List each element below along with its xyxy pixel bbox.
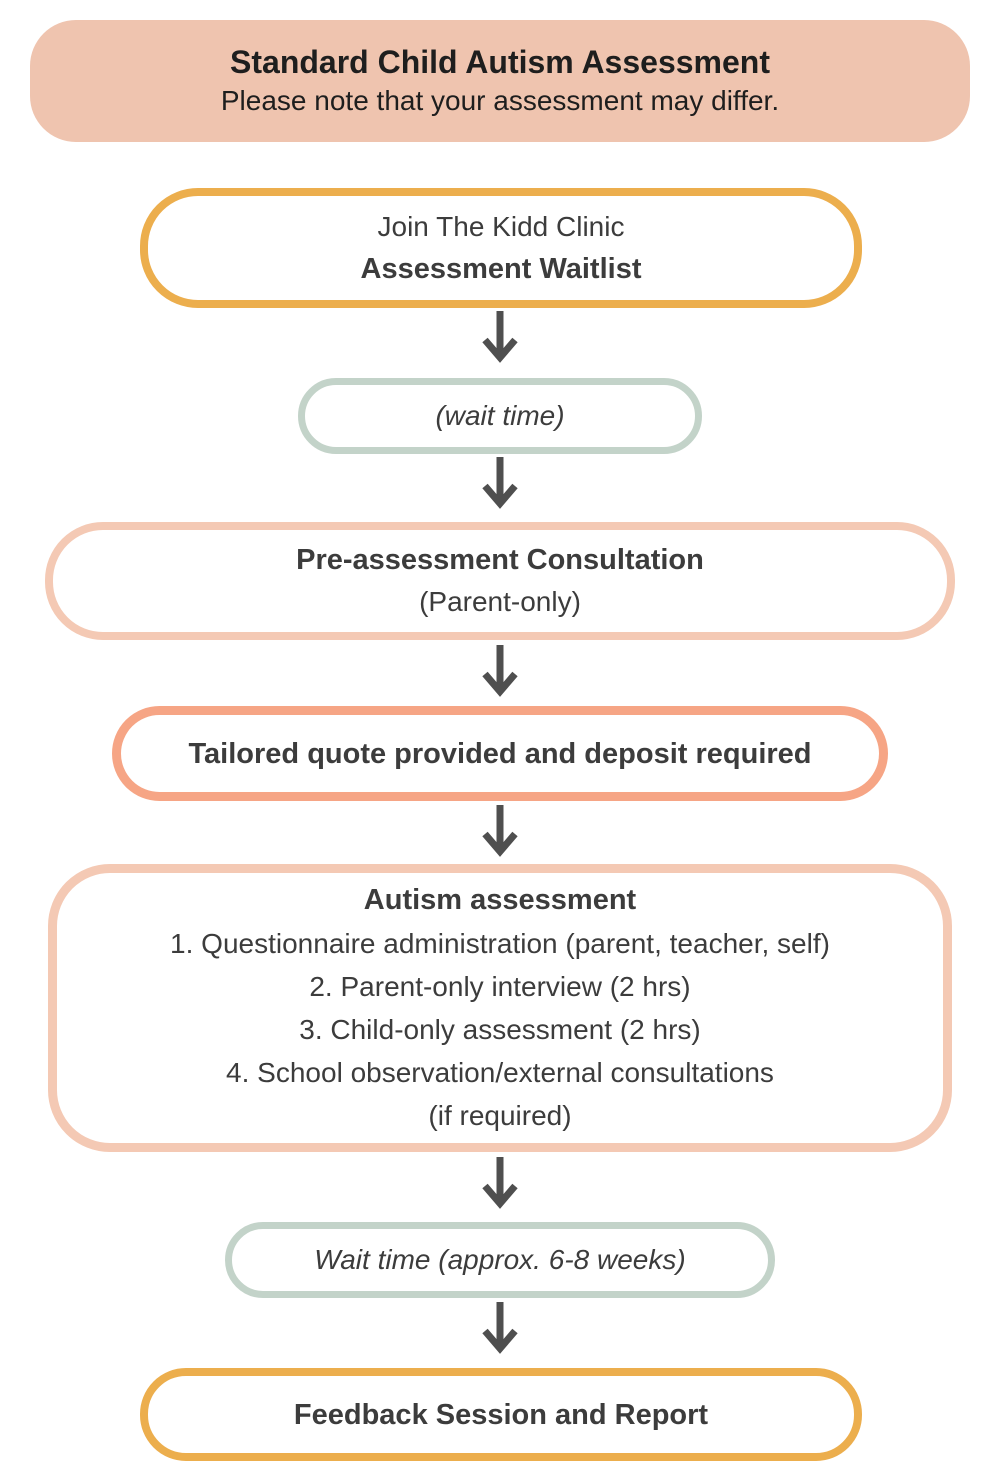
page-subtitle: Please note that your assessment may dif… xyxy=(220,85,780,116)
page-title: Standard Child Autism Assessment xyxy=(230,44,770,80)
step-text: (Parent-only) xyxy=(419,586,581,617)
step-feedback-session: Feedback Session and Report xyxy=(140,1368,862,1461)
step-list-item: 4. School observation/external consultat… xyxy=(226,1057,774,1088)
step-list-item: 1. Questionnaire administration (parent,… xyxy=(170,928,830,959)
step-list-item: 2. Parent-only interview (2 hrs) xyxy=(309,971,691,1002)
step-text: Wait time (approx. 6-8 weeks) xyxy=(314,1244,686,1275)
step-join-waitlist: Join The Kidd Clinic Assessment Waitlist xyxy=(140,188,862,308)
step-text: Feedback Session and Report xyxy=(293,1398,709,1431)
step-autism-assessment: Autism assessment 1. Questionnaire admin… xyxy=(48,864,952,1152)
step-tailored-quote: Tailored quote provided and deposit requ… xyxy=(112,706,888,801)
step-list-item: 3. Child-only assessment (2 hrs) xyxy=(299,1014,701,1045)
step-list-item: (if required) xyxy=(428,1100,572,1131)
step-text: Join The Kidd Clinic xyxy=(377,211,625,242)
flow-arrow-down-icon xyxy=(482,1302,518,1354)
flow-arrow-down-icon xyxy=(482,457,518,509)
step-pre-assessment-consultation: Pre-assessment Consultation (Parent-only… xyxy=(45,522,955,640)
step-wait-time: (wait time) xyxy=(298,378,702,454)
step-text: Assessment Waitlist xyxy=(360,253,642,285)
flow-arrow-down-icon xyxy=(482,805,518,857)
step-text: (wait time) xyxy=(435,400,565,431)
step-text: Tailored quote provided and deposit requ… xyxy=(188,737,812,770)
flow-arrow-down-icon xyxy=(482,311,518,363)
flow-arrow-down-icon xyxy=(482,645,518,697)
step-text: Pre-assessment Consultation xyxy=(296,544,704,576)
step-wait-time-weeks: Wait time (approx. 6-8 weeks) xyxy=(225,1222,775,1298)
flow-arrow-down-icon xyxy=(482,1157,518,1209)
header-banner: Standard Child Autism Assessment Please … xyxy=(30,20,970,142)
step-title: Autism assessment xyxy=(363,884,637,916)
